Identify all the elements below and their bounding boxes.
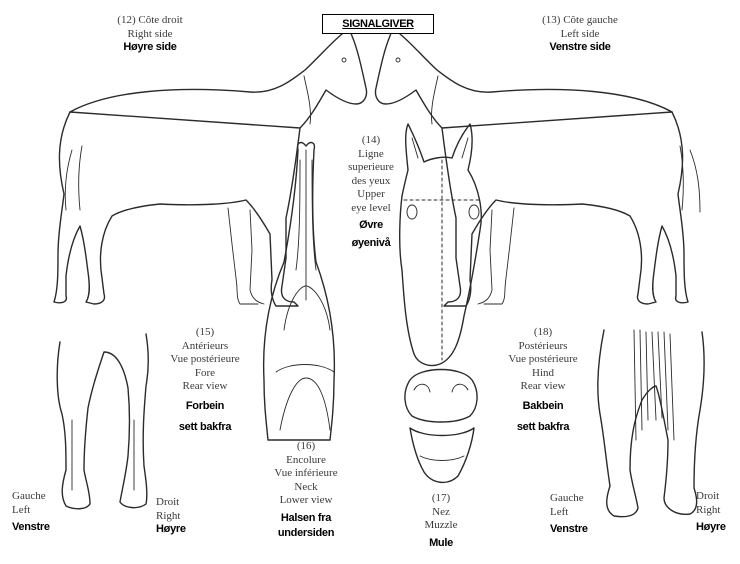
fore-label: (15) Antérieurs Vue postérieure Fore Rea…: [150, 326, 260, 435]
hind-english-2: Rear view: [488, 380, 598, 394]
fore-norwegian-2: sett bakfra: [150, 421, 260, 435]
fore-left-french: Gauche: [12, 490, 72, 504]
fore-left-norwegian: Venstre: [12, 521, 72, 535]
eye-level-french-3: des yeux: [336, 175, 406, 189]
left-side-label: (13) Côte gauche Left side Venstre side: [520, 14, 640, 55]
muzzle-french: Nez: [406, 506, 476, 520]
fore-right-norwegian: Høyre: [156, 523, 206, 537]
eye-level-french-2: superieure: [336, 161, 406, 175]
hind-left-label: Gauche Left Venstre: [550, 492, 610, 537]
fore-right-english: Right: [156, 510, 206, 524]
fore-right-french: Droit: [156, 496, 206, 510]
right-side-number: (12): [117, 14, 135, 26]
eye-level-label: (14) Ligne superieure des yeux Upper eye…: [336, 134, 406, 250]
hind-french-2: Vue postérieure: [488, 353, 598, 367]
fore-norwegian-1: Forbein: [150, 400, 260, 414]
fore-left-label: Gauche Left Venstre: [12, 490, 72, 535]
fore-french-1: Antérieurs: [150, 340, 260, 354]
hind-left-english: Left: [550, 506, 610, 520]
right-side-french: Côte droit: [138, 14, 182, 26]
neck-label: (16) Encolure Vue inférieure Neck Lower …: [258, 440, 354, 541]
hind-right-label: Droit Right Høyre: [696, 490, 736, 535]
right-side-norwegian: Høyre side: [90, 41, 210, 55]
left-side-french: Côte gauche: [563, 14, 618, 26]
horse-left-side-figure: [375, 24, 700, 306]
neck-english-1: Neck: [258, 481, 354, 495]
hind-norwegian-1: Bakbein: [488, 400, 598, 414]
hind-number: (18): [488, 326, 598, 340]
fore-left-english: Left: [12, 504, 72, 518]
hind-english-1: Hind: [488, 367, 598, 381]
right-side-label: (12) Côte droit Right side Høyre side: [90, 14, 210, 55]
hind-norwegian-2: sett bakfra: [488, 421, 598, 435]
neck-english-2: Lower view: [258, 494, 354, 508]
neck-norwegian-1: Halsen fra: [258, 512, 354, 526]
fore-right-label: Droit Right Høyre: [156, 496, 206, 537]
hind-left-french: Gauche: [550, 492, 610, 506]
hind-left-norwegian: Venstre: [550, 523, 610, 537]
eye-level-norwegian-1: Øvre: [336, 219, 406, 233]
fore-english-2: Rear view: [150, 380, 260, 394]
fore-number: (15): [150, 326, 260, 340]
muzzle-norwegian: Mule: [406, 537, 476, 551]
left-side-english: Left side: [520, 28, 640, 42]
hind-label: (18) Postérieurs Vue postérieure Hind Re…: [488, 326, 598, 435]
hind-right-english: Right: [696, 504, 736, 518]
muzzle-label: (17) Nez Muzzle Mule: [406, 492, 476, 550]
neck-norwegian-2: undersiden: [258, 527, 354, 541]
left-side-number: (13): [542, 14, 560, 26]
eye-level-french-1: Ligne: [336, 148, 406, 162]
fore-english-1: Fore: [150, 367, 260, 381]
eye-level-english-2: eye level: [336, 202, 406, 216]
neck-lower-view-figure: [264, 143, 335, 440]
eye-level-norwegian-2: øyenivå: [336, 237, 406, 251]
right-side-english: Right side: [90, 28, 210, 42]
neck-number: (16): [258, 440, 354, 454]
page-title: SIGNALGIVER: [322, 14, 434, 34]
head-front-view-figure: [400, 124, 482, 366]
hind-right-french: Droit: [696, 490, 736, 504]
fore-legs-rear-view-figure: [57, 334, 148, 509]
hind-right-norwegian: Høyre: [696, 521, 736, 535]
eye-level-number: (14): [336, 134, 406, 148]
eye-level-english-1: Upper: [336, 188, 406, 202]
fore-french-2: Vue postérieure: [150, 353, 260, 367]
muzzle-number: (17): [406, 492, 476, 506]
hind-french-1: Postérieurs: [488, 340, 598, 354]
neck-french-1: Encolure: [258, 454, 354, 468]
hind-legs-rear-view-figure: [598, 330, 704, 517]
neck-french-2: Vue inférieure: [258, 467, 354, 481]
muzzle-english: Muzzle: [406, 519, 476, 533]
left-side-norwegian: Venstre side: [520, 41, 640, 55]
muzzle-figure: [405, 370, 477, 483]
horse-right-side-figure: [54, 24, 367, 306]
